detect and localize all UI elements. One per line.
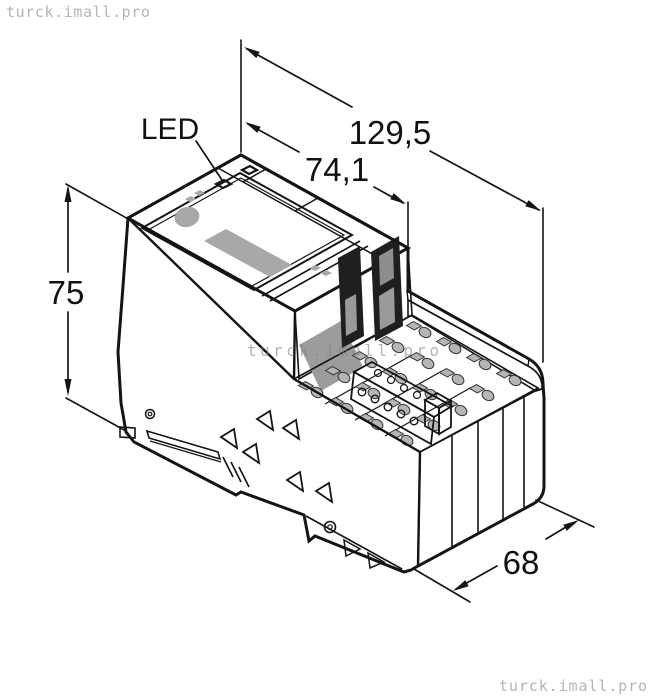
block-hole-1 bbox=[357, 387, 367, 397]
terminal-square bbox=[354, 382, 372, 392]
watermark-bottom-right: turck.imall.pro bbox=[499, 677, 648, 695]
block-screw-2 bbox=[386, 375, 396, 385]
terminal-square bbox=[405, 321, 423, 331]
led-cell-sep-1 bbox=[242, 168, 267, 183]
block-hole-5 bbox=[409, 416, 419, 426]
end-plate-edge bbox=[523, 388, 545, 511]
bus-slot-2-inner bbox=[379, 287, 395, 330]
panel-led-square-3 bbox=[309, 265, 321, 271]
led-cell-sep-2 bbox=[294, 197, 319, 212]
terminal-square bbox=[468, 384, 486, 394]
terminal-square bbox=[351, 351, 369, 361]
overall-width-value: 129,5 bbox=[349, 114, 432, 151]
terminal-circle bbox=[451, 373, 465, 386]
led-label: LED bbox=[141, 113, 199, 146]
terminal-square bbox=[324, 366, 342, 376]
terminal-square bbox=[327, 397, 345, 407]
terminal-points bbox=[297, 321, 522, 447]
dimension-annotations: LED 75 129,5 bbox=[48, 39, 595, 603]
terminal-circle bbox=[448, 342, 462, 355]
terminal-square bbox=[441, 399, 459, 409]
block-hole-2 bbox=[370, 394, 380, 404]
terminal-square bbox=[435, 337, 453, 347]
device-silhouette bbox=[116, 153, 546, 574]
terminal-circle bbox=[421, 357, 435, 370]
rotary-switch bbox=[174, 206, 200, 228]
connector-block bbox=[350, 360, 454, 446]
block-hole-3 bbox=[383, 402, 393, 412]
bus-slot-1-inner bbox=[345, 294, 357, 336]
height-value: 75 bbox=[48, 274, 85, 311]
step-edges bbox=[127, 217, 422, 567]
terminal-circle bbox=[391, 341, 405, 354]
block-screw-4 bbox=[412, 390, 422, 400]
deck-row-line-3 bbox=[384, 386, 473, 437]
gateway-width-value: 74,1 bbox=[305, 151, 369, 188]
vent-triangles bbox=[219, 409, 334, 504]
block-screw-3 bbox=[399, 383, 409, 393]
terminal-circle bbox=[478, 358, 492, 371]
terminal-circle bbox=[418, 326, 432, 339]
block-screw-1 bbox=[373, 368, 383, 378]
deck-row-line-2 bbox=[354, 370, 443, 421]
terminal-square bbox=[408, 352, 426, 362]
watermark-top-left: turck.imall.pro bbox=[6, 3, 151, 21]
io-station-illustration bbox=[116, 153, 546, 574]
terminal-circle bbox=[454, 404, 468, 417]
display-panel-outer bbox=[139, 171, 355, 292]
terminal-circle bbox=[508, 374, 522, 387]
terminal-square bbox=[438, 368, 456, 378]
terminal-square bbox=[378, 336, 396, 346]
dimension-gateway-width: 74,1 bbox=[245, 122, 409, 248]
display-panel-inner bbox=[146, 177, 346, 287]
bus-slot-2 bbox=[371, 236, 403, 341]
din-foot-left bbox=[119, 408, 250, 488]
terminal-square bbox=[465, 353, 483, 363]
terminal-square bbox=[414, 414, 432, 424]
terminal-square bbox=[495, 369, 513, 379]
terminal-square bbox=[384, 398, 402, 408]
led-leader-line bbox=[195, 140, 223, 181]
led-band-line bbox=[217, 167, 386, 262]
display-screen bbox=[204, 229, 292, 277]
panel-led-square-2 bbox=[194, 190, 205, 196]
dimension-overall-width: 129,5 bbox=[240, 39, 544, 363]
din-foot-right bbox=[305, 515, 403, 570]
terminal-circle bbox=[337, 371, 351, 384]
coding-post bbox=[423, 391, 453, 436]
terminal-circle bbox=[397, 403, 411, 416]
bus-slot-2-inner-top bbox=[379, 248, 394, 286]
block-hole-4 bbox=[396, 409, 406, 419]
panel-led-square-1 bbox=[185, 196, 196, 202]
panel-led-square-4 bbox=[320, 270, 332, 276]
watermark-center: turck.imall.pro bbox=[247, 341, 443, 360]
terminal-circle bbox=[481, 389, 495, 402]
led-window-2 bbox=[239, 164, 260, 176]
dimension-depth: 68 bbox=[413, 499, 595, 603]
dimension-height: 75 bbox=[48, 183, 131, 432]
depth-value: 68 bbox=[503, 544, 540, 581]
terminal-circle bbox=[370, 418, 384, 431]
